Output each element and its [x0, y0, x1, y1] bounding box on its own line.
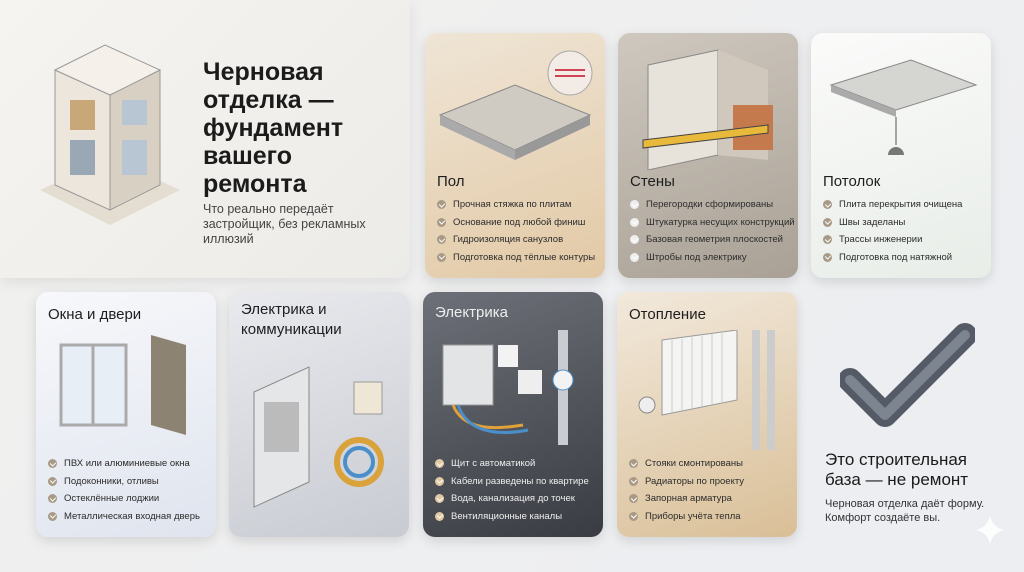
- check-circle-icon: [437, 200, 446, 210]
- list-item: Подготовка под натяжной: [823, 249, 985, 267]
- check-circle-icon: [437, 252, 446, 262]
- building-illustration: [40, 44, 180, 225]
- hero-subtitle: Что реально передаёт застройщик, без рек…: [203, 202, 366, 246]
- list-item: Подготовка под тёплые контуры: [437, 249, 599, 267]
- card-title: Электрика и коммуникации: [241, 301, 342, 338]
- list-item: Швы заделаны: [823, 214, 985, 232]
- list-item: Гидроизоляция санузлов: [437, 231, 599, 249]
- list-item: Прочная стяжка по плитам: [437, 196, 599, 214]
- check-circle-icon: [437, 217, 446, 227]
- check-circle-icon: [630, 217, 639, 227]
- check-circle-icon: [48, 511, 57, 521]
- conclusion-title: Это строительная база — не ремонт: [825, 450, 969, 489]
- electrical-panel-illustration: [253, 366, 384, 508]
- check-circle-icon: [823, 200, 832, 210]
- card-title: Отопление: [629, 306, 706, 323]
- check-circle-icon: [823, 252, 832, 262]
- sparkle-icon: [975, 515, 1005, 545]
- checkmark-icon: [840, 323, 975, 427]
- floor-illustration: [438, 50, 593, 160]
- card-floor: Пол Прочная стяжка по плитам Основание п…: [425, 33, 605, 278]
- list-item: Вода, канализация до точек: [435, 490, 597, 508]
- list-item: Плита перекрытия очищена: [823, 196, 985, 214]
- card-title: Пол: [437, 173, 465, 190]
- windows-doors-illustration: [59, 335, 186, 435]
- list-item: Стояки смонтированы: [629, 455, 791, 473]
- card-electrics-communications: Электрика и коммуникации: [229, 292, 409, 537]
- check-circle-icon: [48, 476, 57, 486]
- list-item: Штукатурка несущих конструкций: [630, 214, 795, 232]
- card-title: Окна и двери: [48, 306, 142, 323]
- list-item: Трассы инженерии: [823, 231, 985, 249]
- list-item: Кабели разведены по квартире: [435, 473, 597, 491]
- list-item: Щит с автоматикой: [435, 455, 597, 473]
- hero-title: Черновая отделка — фундамент вашего ремо…: [203, 58, 344, 198]
- radiator-illustration: [638, 330, 775, 450]
- check-circle-icon: [630, 200, 639, 210]
- list-item: Штробы под электрику: [630, 249, 792, 267]
- check-circle-icon: [823, 235, 832, 245]
- card-ceiling: Потолок Плита перекрытия очищена Швы зад…: [811, 33, 991, 278]
- check-circle-icon: [435, 494, 444, 504]
- check-circle-icon: [630, 235, 639, 245]
- check-circle-icon: [629, 459, 638, 469]
- check-circle-icon: [629, 476, 638, 486]
- walls-illustration: [642, 49, 773, 170]
- list-item: Вентиляционные каналы: [435, 508, 597, 526]
- list-item: Металлическая входная дверь: [48, 508, 210, 526]
- wiring-illustration: [442, 330, 574, 445]
- list-item: Радиаторы по проекту: [629, 473, 791, 491]
- check-circle-icon: [48, 494, 57, 504]
- list-item: Запорная арматура: [629, 490, 791, 508]
- card-walls: Стены Перегородки сформированы Штукатурк…: [618, 33, 798, 278]
- card-heating: Отопление Стояки смонтированы Радиаторы …: [617, 292, 797, 537]
- card-title: Потолок: [823, 173, 881, 190]
- list-item: ПВХ или алюминиевые окна: [48, 455, 210, 473]
- check-circle-icon: [629, 494, 638, 504]
- check-circle-icon: [435, 459, 444, 469]
- list-item: Остеклённые лоджии: [48, 490, 210, 508]
- check-circle-icon: [437, 235, 446, 245]
- conclusion-text: Черновая отделка даёт форму. Комфорт соз…: [825, 498, 985, 524]
- check-circle-icon: [823, 217, 832, 227]
- card-title: Электрика: [435, 304, 508, 321]
- ceiling-illustration: [829, 59, 978, 155]
- list-item: Основание под любой финиш: [437, 214, 599, 232]
- card-windows-doors: Окна и двери ПВХ или алюминиевые окна По…: [36, 292, 216, 537]
- check-circle-icon: [435, 511, 444, 521]
- list-item: Перегородки сформированы: [630, 196, 792, 214]
- list-item: Базовая геометрия плоскостей: [630, 231, 792, 249]
- check-circle-icon: [629, 511, 638, 521]
- list-item: Подоконники, отливы: [48, 473, 210, 491]
- check-circle-icon: [435, 476, 444, 486]
- card-electrics: Электрика Щит с автоматикой Кабели разве…: [423, 292, 603, 537]
- card-title: Стены: [630, 173, 675, 190]
- check-circle-icon: [48, 459, 57, 469]
- hero-panel: Черновая отделка — фундамент вашего ремо…: [0, 0, 410, 278]
- check-circle-icon: [630, 252, 639, 262]
- list-item: Приборы учёта тепла: [629, 508, 791, 526]
